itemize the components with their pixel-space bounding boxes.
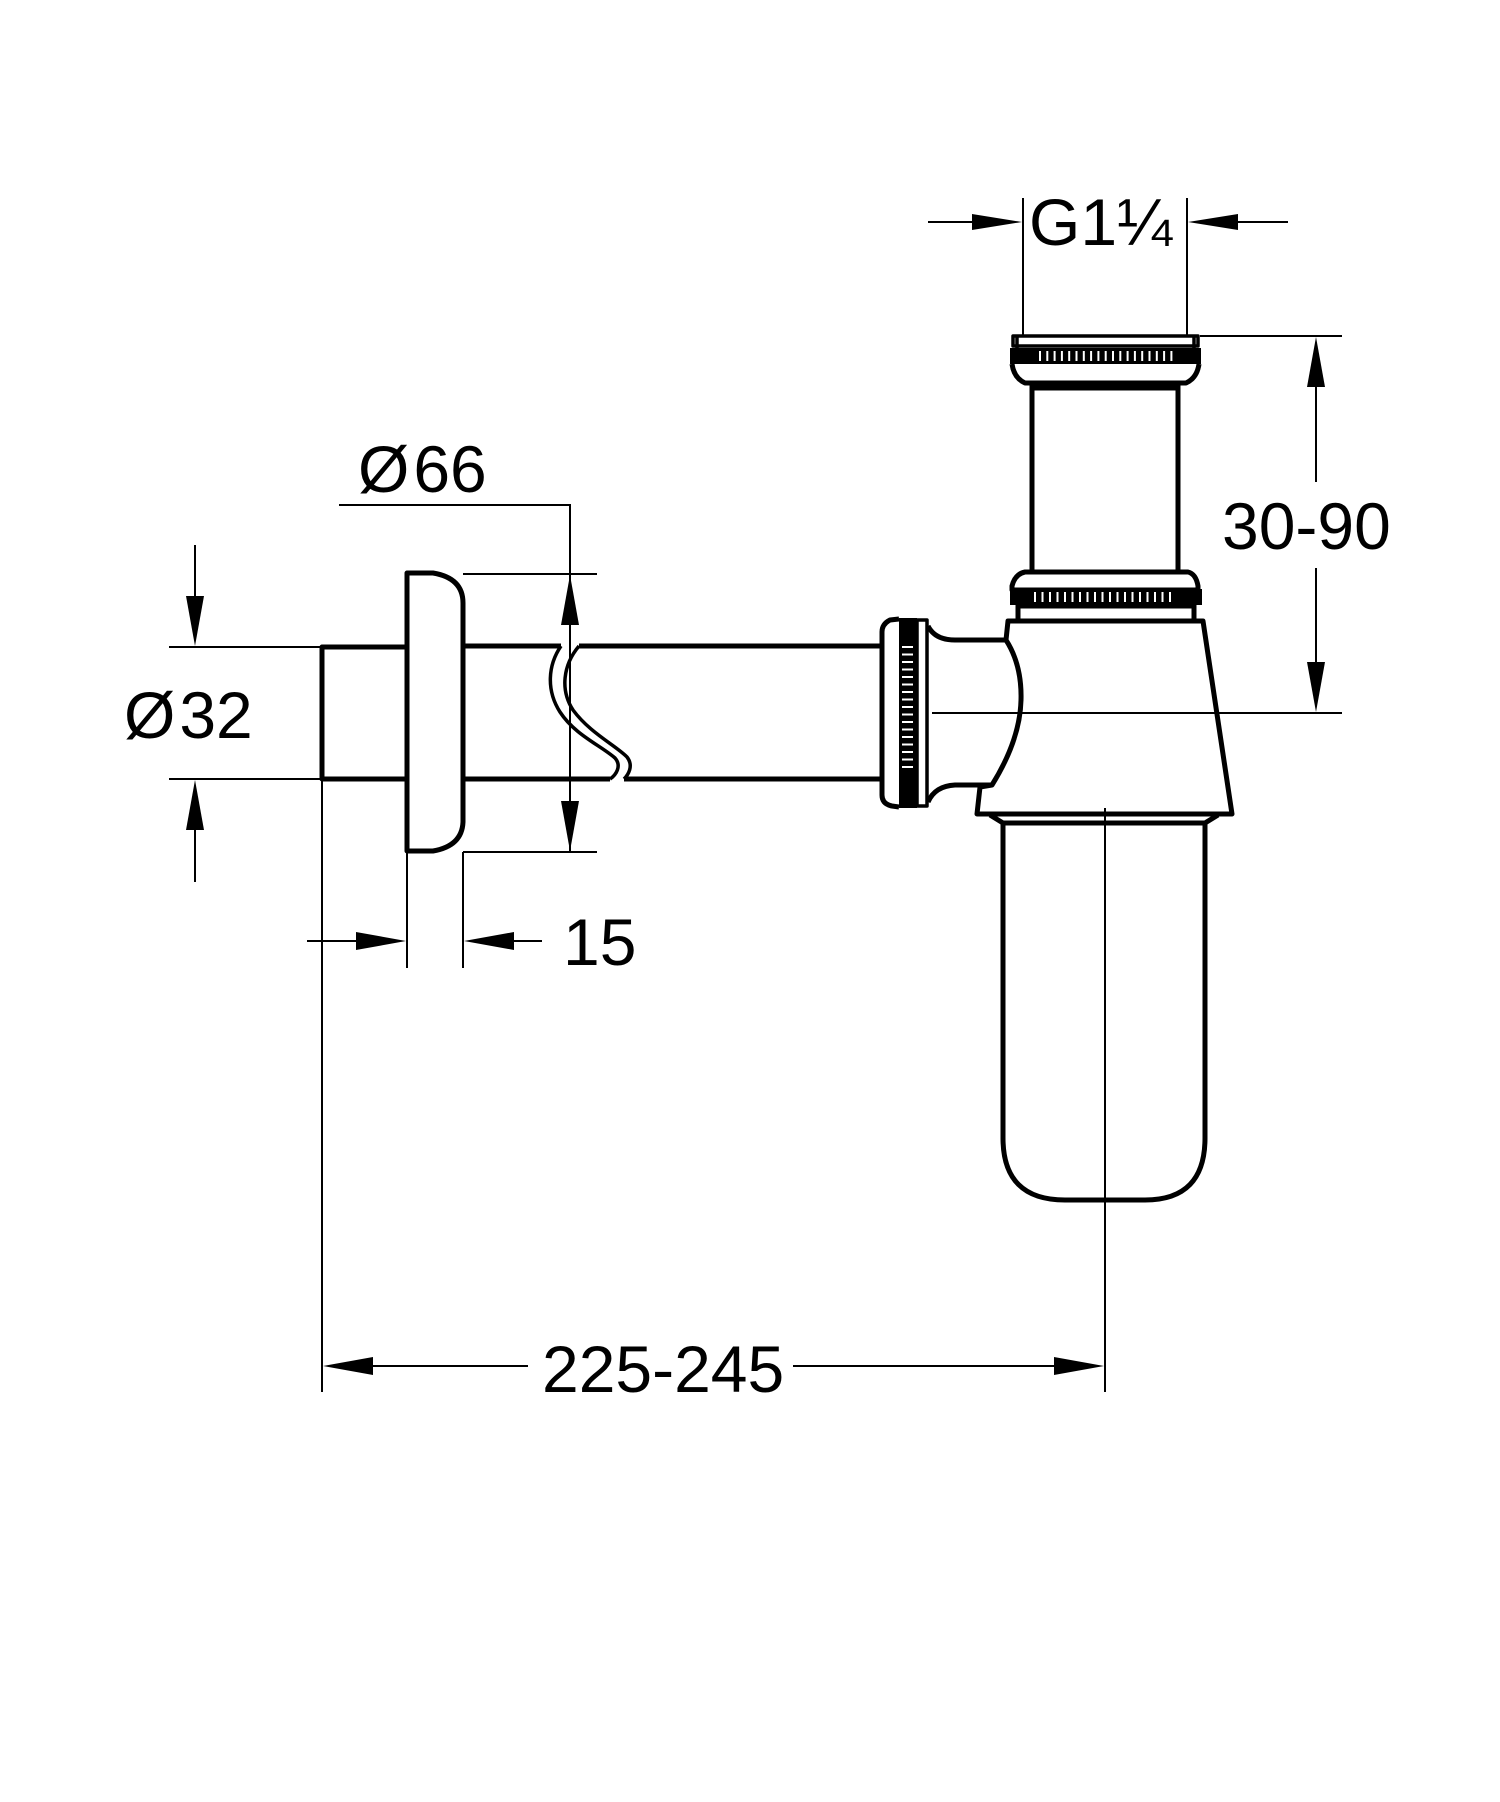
- horizontal-pipe: [463, 643, 883, 782]
- dimension-rosette-depth: 15: [307, 852, 636, 979]
- rosette: [404, 570, 466, 854]
- top-union-nut: [1009, 334, 1202, 388]
- trap-body: [974, 618, 1235, 817]
- arrow-up: [186, 780, 204, 830]
- tailpiece-tube: [1029, 385, 1181, 575]
- arrow-down: [561, 801, 579, 851]
- arrow-down: [1307, 662, 1325, 712]
- arrow-left: [323, 1357, 373, 1375]
- tailpiece-height-label: 30-90: [1222, 489, 1391, 563]
- pipe-diameter-label: Ø32: [124, 678, 253, 752]
- arrow-right: [356, 932, 406, 950]
- dimension-wall-to-center: 225-245: [321, 779, 1104, 1406]
- diameter-symbol: Ø: [124, 678, 175, 752]
- wall-to-center-label: 225-245: [542, 1332, 784, 1406]
- pipe-break-symbol: [548, 644, 632, 781]
- arrow-left: [464, 932, 514, 950]
- rosette-diameter-label: Ø66: [358, 432, 487, 506]
- arrow-down: [186, 596, 204, 646]
- bottle-trap: [319, 334, 1235, 1392]
- middle-nut-knurling: [1034, 592, 1171, 602]
- rosette-depth-label: 15: [563, 905, 636, 979]
- wall-pipe-stub: [319, 644, 407, 782]
- dimension-thread: G1¼: [928, 185, 1288, 336]
- arrow-right: [972, 214, 1022, 230]
- dimension-pipe-diameter: Ø32: [124, 545, 322, 882]
- side-nut-knurling: [902, 646, 913, 768]
- dimension-rosette-diameter: Ø66: [339, 432, 597, 853]
- dimension-tailpiece-height: 30-90: [1200, 335, 1391, 714]
- side-union-nut: [879, 616, 929, 810]
- middle-union-nut: [1009, 569, 1202, 620]
- diameter-symbol: Ø: [358, 432, 409, 506]
- thread-size-label: G1¼: [1029, 185, 1173, 259]
- thread-fraction: ¼: [1117, 185, 1173, 259]
- arrow-right: [1054, 1357, 1104, 1375]
- arrow-up: [1307, 337, 1325, 387]
- arrow-up: [561, 575, 579, 625]
- trap-inlet-neck: [925, 624, 1006, 804]
- top-nut-knurling: [1039, 351, 1173, 361]
- arrow-left: [1188, 214, 1238, 230]
